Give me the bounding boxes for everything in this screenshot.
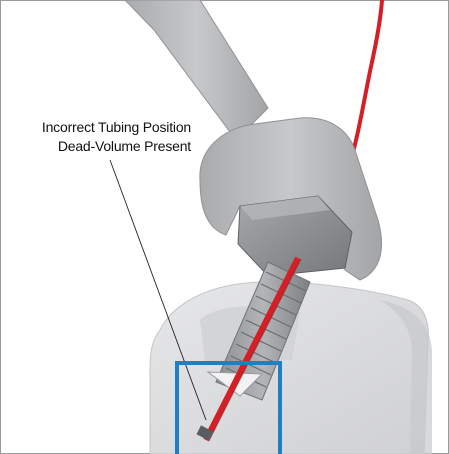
callout-label: Incorrect Tubing Position Dead-Volume Pr…: [0, 118, 191, 156]
callout-line-2: Dead-Volume Present: [0, 137, 191, 156]
callout-line-1: Incorrect Tubing Position: [0, 118, 191, 137]
